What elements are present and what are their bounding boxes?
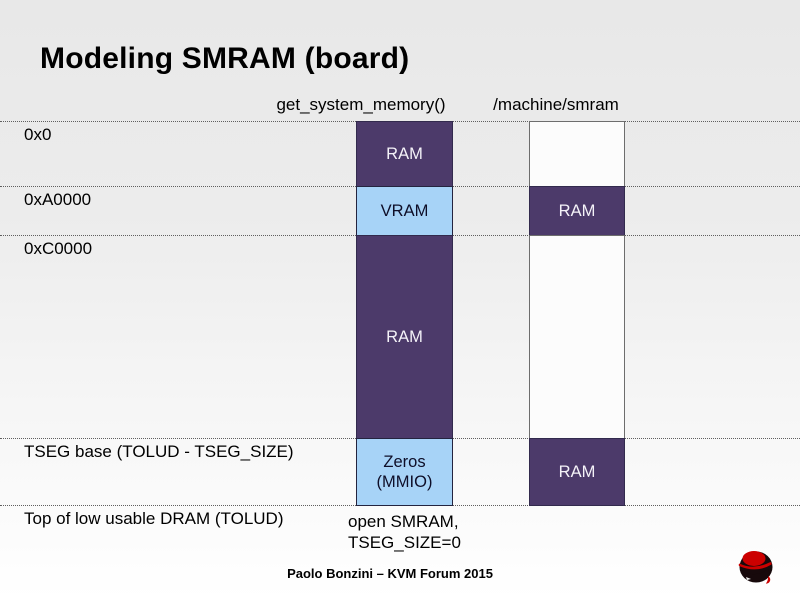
caption-line2: TSEG_SIZE=0 (348, 533, 461, 552)
slide-title: Modeling SMRAM (board) (40, 42, 410, 75)
block-system-vram: VRAM (356, 186, 453, 236)
block-system-ram-main: RAM (356, 235, 453, 439)
block-zeros-line2: (MMIO) (376, 473, 433, 491)
block-smram-empty-main (529, 235, 625, 439)
redhat-logo-icon (738, 551, 773, 584)
address-label-0xc0000: 0xC0000 (24, 239, 93, 258)
block-smram-empty-low (529, 121, 625, 187)
column-header-machine-smram: /machine/smram (493, 95, 619, 114)
address-label-tolud: Top of low usable DRAM (TOLUD) (24, 509, 284, 528)
address-label-0xa0000: 0xA0000 (24, 190, 92, 209)
address-label-tseg-base: TSEG base (TOLUD - TSEG_SIZE) (24, 442, 294, 461)
caption-line1: open SMRAM, (348, 512, 459, 531)
block-smram-ram-vram-range: RAM (529, 186, 625, 236)
block-system-ram-low: RAM (356, 121, 453, 187)
footer-credit: Paolo Bonzini – KVM Forum 2015 (287, 566, 493, 581)
block-smram-ram-tseg-range: RAM (529, 438, 625, 506)
caption-open-smram: open SMRAM, TSEG_SIZE=0 (348, 511, 461, 553)
block-zeros-line1: Zeros (383, 453, 426, 471)
address-label-0x0: 0x0 (24, 125, 52, 144)
column-header-get-system-memory: get_system_memory() (276, 95, 446, 114)
block-system-zeros-mmio: Zeros (MMIO) (356, 438, 453, 506)
